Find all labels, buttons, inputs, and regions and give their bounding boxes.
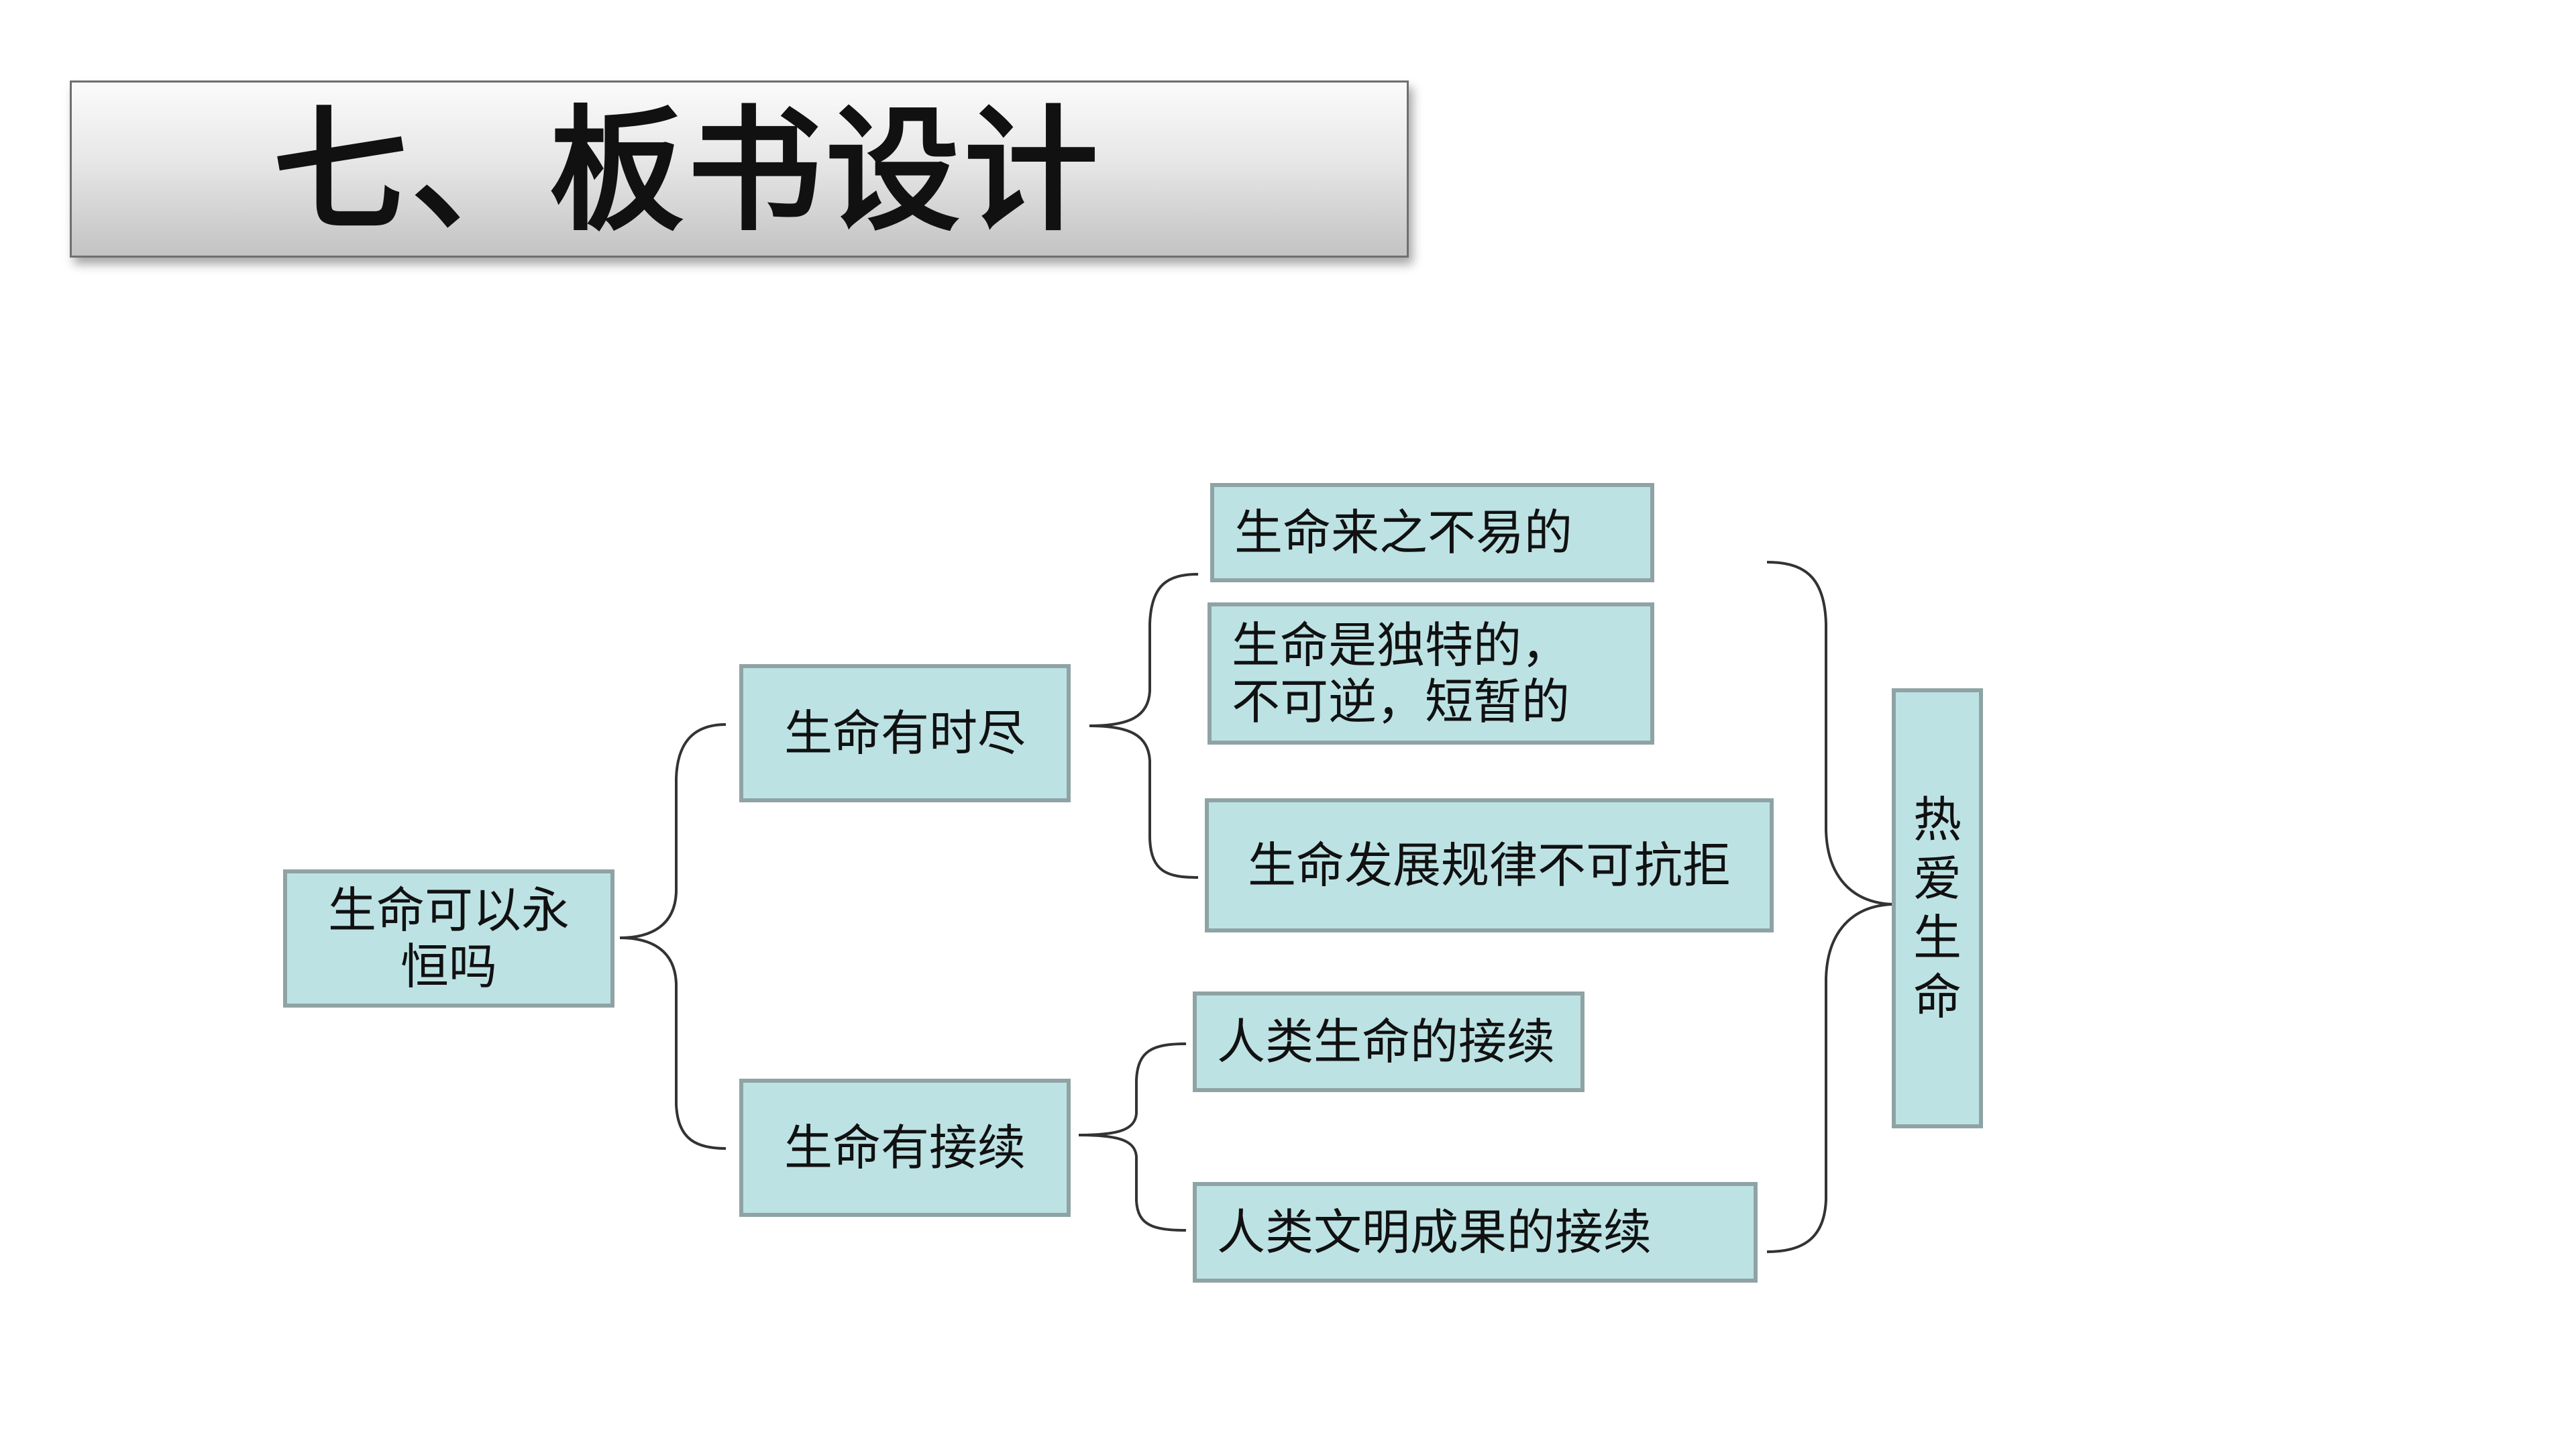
slide-title: 七、板书设计 [273,92,1103,250]
brace-root [619,723,727,1150]
node-life-limited: 生命有时尽 [739,664,1071,802]
title-banner: 七、板书设计 [70,80,1409,258]
node-unique: 生命是独特的， 不可逆，短暂的 [1208,602,1654,745]
node-life-continuation: 人类生命的接续 [1193,991,1585,1092]
brace-continued [1078,1042,1187,1232]
node-hard-won: 生命来之不易的 [1210,483,1654,582]
node-love-life: 热爱生命 [1892,688,1983,1128]
node-root: 生命可以永 恒吗 [283,869,614,1008]
brace-conclusion [1766,561,1894,1253]
node-life-continued: 生命有接续 [739,1079,1071,1217]
node-law: 生命发展规律不可抗拒 [1205,798,1774,932]
brace-limited [1089,573,1199,879]
node-civilization-continuation: 人类文明成果的接续 [1193,1182,1758,1283]
